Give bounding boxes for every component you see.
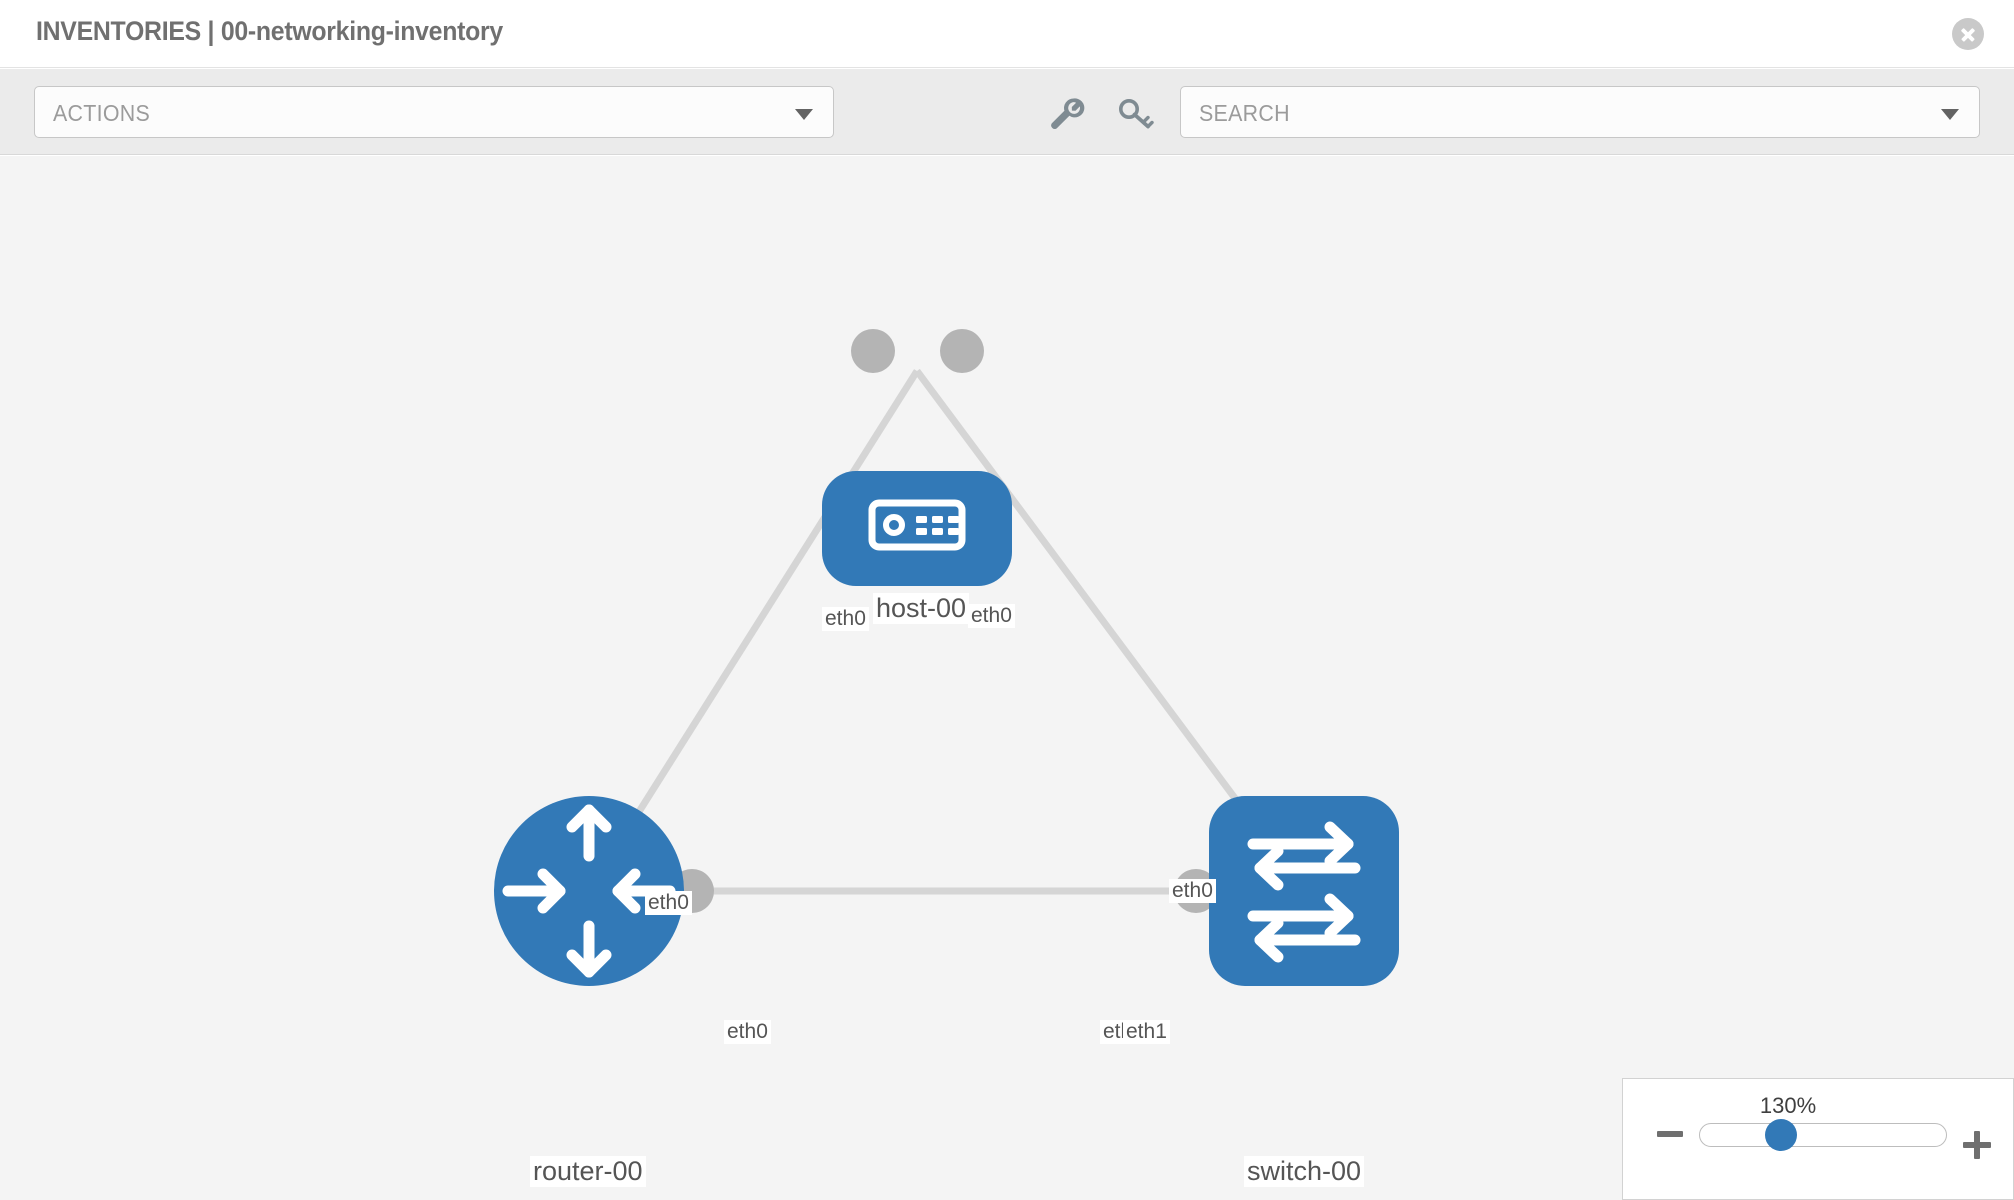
switch-arrows-icon (1247, 821, 1361, 963)
router-arrows-icon (502, 804, 676, 978)
page-header: INVENTORIES | 00-networking-inventory (0, 0, 2014, 68)
link-host-router (586, 369, 920, 893)
actions-dropdown[interactable]: ACTIONS (34, 86, 834, 138)
topology-graph (494, 329, 1399, 986)
topology-links (586, 368, 1307, 895)
close-icon[interactable] (1952, 18, 1984, 50)
zoom-slider-thumb[interactable] (1765, 1119, 1797, 1151)
minus-icon[interactable] (1657, 1131, 1683, 1137)
search-dropdown[interactable]: SEARCH (1180, 86, 1980, 138)
topology-canvas[interactable]: host-00 router-00 switch-00 eth0 eth0 et… (0, 156, 2014, 1200)
page-title: INVENTORIES | 00-networking-inventory (36, 16, 503, 46)
zoom-slider-track[interactable] (1699, 1123, 1947, 1147)
chevron-down-icon (1941, 109, 1959, 120)
node-switch-00 (1209, 796, 1399, 986)
wrench-icon[interactable] (1043, 91, 1087, 135)
key-icon[interactable] (1113, 91, 1157, 135)
topology-connectors (670, 329, 1257, 967)
zoom-control-panel: 130% (1622, 1078, 2014, 1200)
toolbar: ACTIONS SEARCH (0, 69, 2014, 155)
plus-icon[interactable] (1963, 1131, 1991, 1159)
connector-host-left (851, 329, 895, 373)
connector-host-right (940, 329, 984, 373)
zoom-level-value: 130% (1759, 1093, 1817, 1118)
node-host-00 (822, 471, 1012, 586)
chevron-down-icon (795, 109, 813, 120)
node-router-00 (494, 796, 684, 986)
actions-dropdown-label: ACTIONS (53, 100, 151, 126)
search-input-placeholder[interactable]: SEARCH (1199, 100, 1290, 126)
server-icon (868, 499, 966, 551)
